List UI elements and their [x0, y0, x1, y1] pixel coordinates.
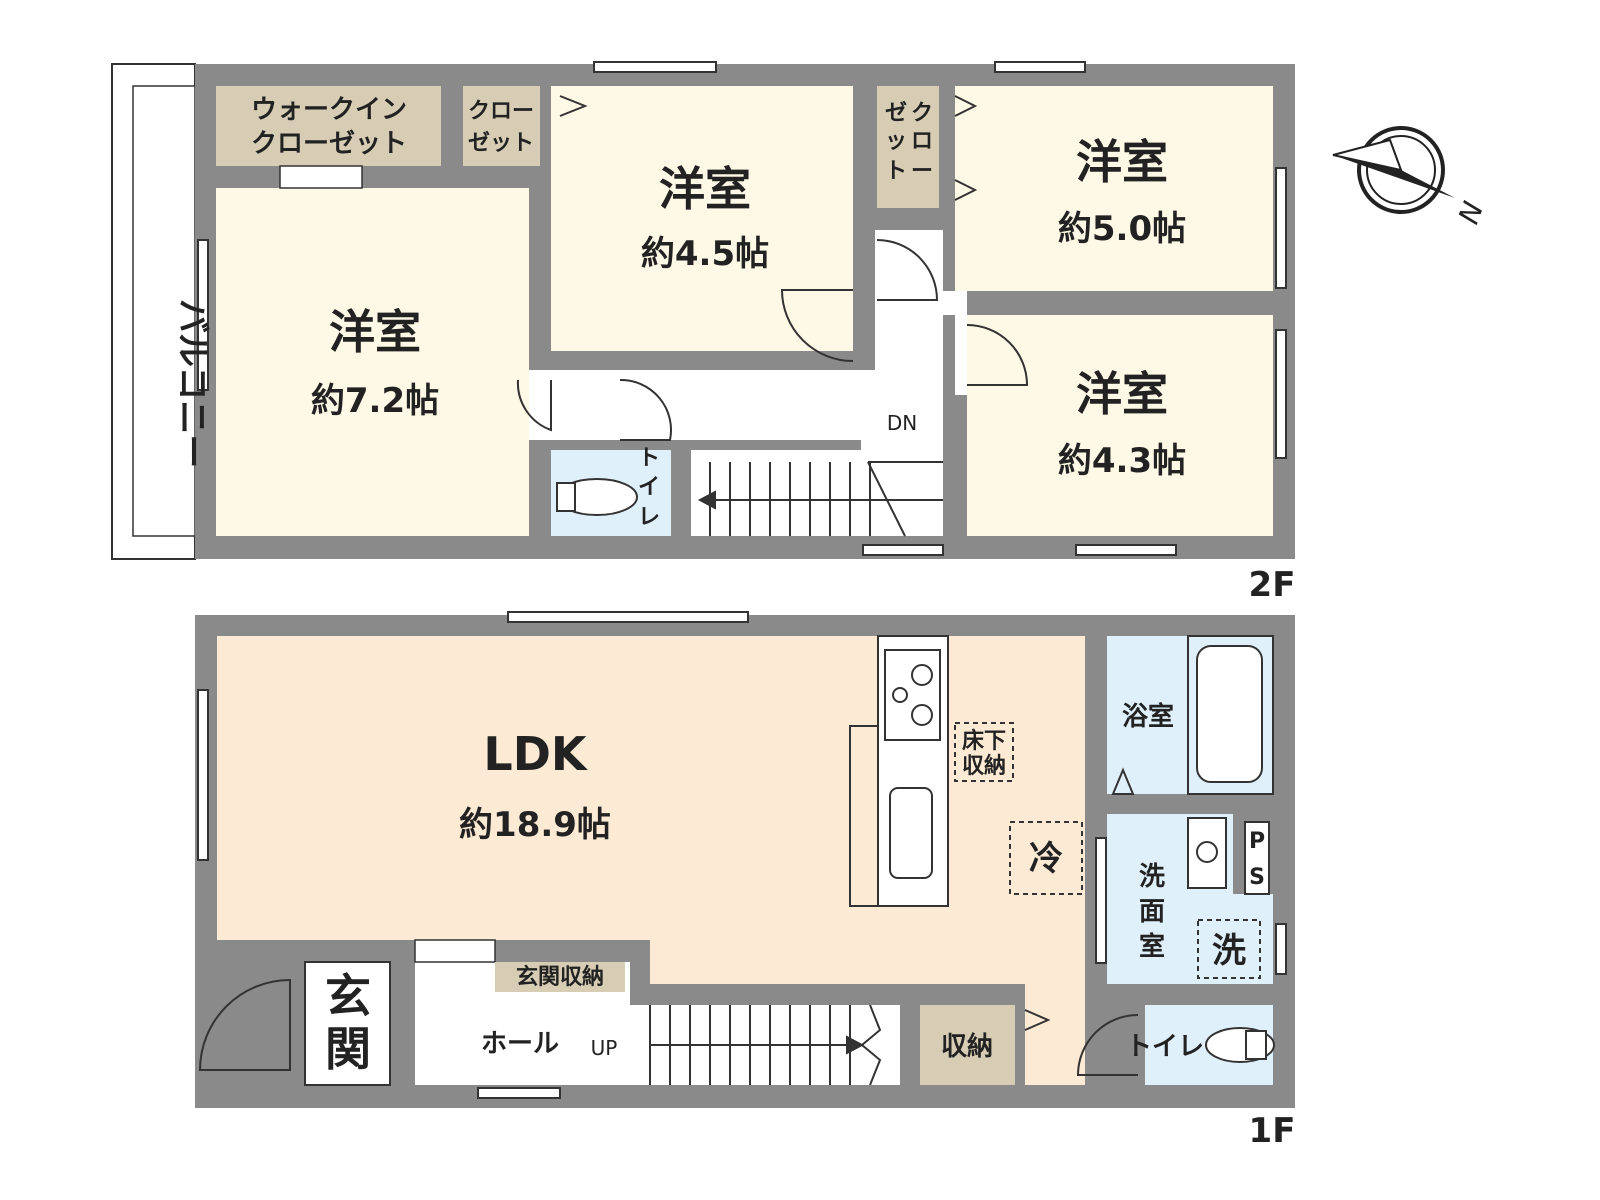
stairs-2f-label: DN: [887, 411, 917, 435]
closet-b-label-4: ゼ: [885, 101, 907, 126]
washroom-label-3: 室: [1139, 931, 1165, 962]
closet-a-label-2: ゼット: [468, 131, 534, 156]
room-4-5-name: 洋室: [659, 162, 751, 216]
stair-lines-1f: [649, 1004, 882, 1086]
ldk-size: 約18.9帖: [459, 805, 611, 845]
ldk-name: LDK: [483, 727, 588, 781]
toilet-1f-label: トイレ: [1126, 1032, 1204, 1062]
walk-in-closet-label-2: クローゼット: [251, 129, 407, 159]
toilet-2f-label-2: イ: [638, 475, 660, 500]
room-4-5: [551, 86, 853, 351]
floor-1f-label: 1F: [1249, 1111, 1296, 1151]
room-5-0-name: 洋室: [1076, 135, 1168, 189]
closet-b-label-3: ー: [911, 159, 933, 184]
closet-b-label-6: ト: [885, 159, 907, 184]
walk-in-closet: [216, 86, 441, 166]
underfloor-label-1: 床下: [962, 728, 1006, 754]
bath-label: 浴室: [1122, 701, 1174, 732]
storage-1f-label: 収納: [941, 1031, 993, 1062]
room-5-0: [955, 86, 1273, 291]
stairs-2f: [691, 450, 943, 536]
stairs-1f-label: UP: [591, 1036, 618, 1060]
fridge-label: 冷: [1029, 839, 1063, 879]
room-7-2: [216, 188, 529, 536]
compass: N: [1332, 126, 1490, 228]
closet-a: [463, 86, 540, 166]
walk-in-closet-label-1: ウォークイン: [251, 95, 407, 125]
hall-1f-label: ホール: [481, 1029, 559, 1059]
ps-label-1: P: [1249, 829, 1265, 854]
compass-north-label: N: [1452, 197, 1490, 228]
closet-b-label-1: ク: [911, 101, 933, 126]
room-5-0-size: 約5.0帖: [1058, 209, 1186, 249]
floor-1f: LDK 約18.9帖 床下 収納 冷 浴室 洗 面 室 P S 洗 トイレ 収納…: [195, 611, 1296, 1151]
entrance-label-1: 玄: [325, 969, 371, 1023]
washroom-label-1: 洗: [1139, 862, 1165, 892]
hall-2f: [529, 370, 943, 440]
closet-b-label-5: ッ: [885, 129, 907, 154]
washer-label: 洗: [1212, 931, 1246, 971]
closet-a-label-1: クロー: [468, 99, 534, 124]
room-4-3: [967, 315, 1273, 536]
room-4-5-size: 約4.5帖: [641, 234, 769, 274]
floor-2f-label: 2F: [1249, 565, 1296, 605]
toilet-fixture-2f: [556, 478, 638, 516]
floor-2f: バルコニー ウォークイン クローゼット クロー ゼット ク ロ ー ゼ ッ ト …: [111, 61, 1296, 605]
storage-1f: [920, 1005, 1015, 1085]
entrance-storage-label: 玄関収納: [516, 964, 604, 990]
toilet-2f-label-1: ト: [638, 446, 660, 471]
closet-b: [877, 86, 939, 208]
room-7-2-name: 洋室: [329, 305, 421, 359]
stair-lines-2f: [697, 461, 943, 537]
room-4-3-name: 洋室: [1076, 367, 1168, 421]
toilet-2f-label-3: レ: [638, 505, 660, 530]
entrance: [304, 961, 391, 1086]
balcony-label: バルコニー: [172, 299, 212, 468]
closet-b-label-2: ロ: [911, 129, 933, 154]
doors-2f: [516, 95, 1029, 441]
entrance-storage: [495, 962, 625, 992]
doors-1f: [198, 767, 1139, 1076]
underfloor-label-2: 収納: [962, 753, 1006, 779]
washroom-label-2: 面: [1139, 897, 1165, 927]
room-4-3-size: 約4.3帖: [1058, 441, 1186, 481]
ps-label-2: S: [1249, 865, 1265, 890]
room-7-2-size: 約7.2帖: [311, 381, 439, 421]
entrance-label-2: 関: [325, 1022, 371, 1076]
compass-needle-icon: [1333, 155, 1455, 198]
